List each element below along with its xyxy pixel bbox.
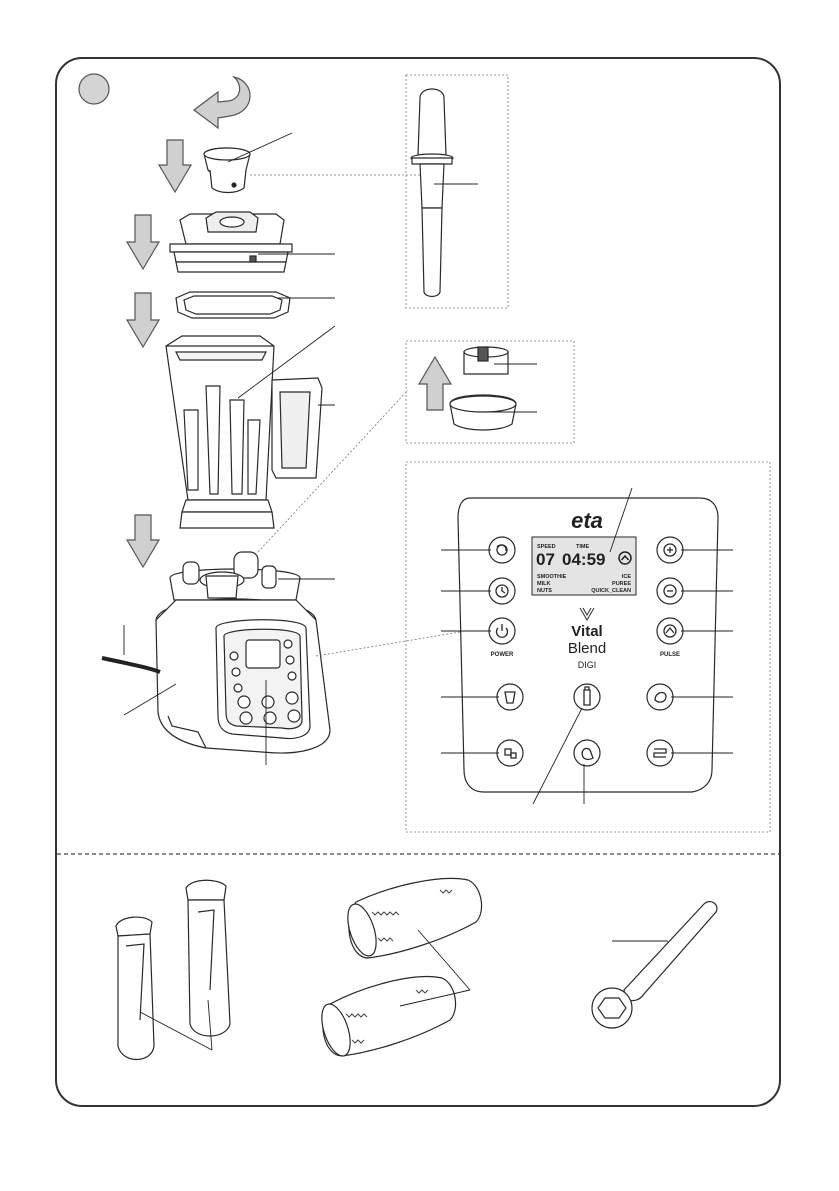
eta-logo: eta — [571, 508, 603, 533]
program-milk: MILK — [537, 581, 550, 587]
ice-button — [497, 740, 523, 766]
rotate-arrow — [194, 77, 250, 128]
power-cord — [102, 658, 160, 672]
time-value: 04:59 — [562, 550, 605, 569]
travel-bottles — [116, 880, 230, 1059]
section-number-badge — [79, 74, 109, 104]
pulse-label: PULSE — [660, 652, 680, 658]
brand-digi: DIGI — [578, 660, 597, 670]
speed-button — [489, 537, 515, 563]
pulse-button — [657, 618, 683, 644]
jar-lid — [170, 212, 292, 272]
link-base-to-panel — [316, 632, 460, 656]
brand-vital: Vital — [571, 623, 602, 640]
blade-wrench — [592, 902, 717, 1028]
milk-button — [574, 684, 600, 710]
program-quick-clean: QUICK_CLEAN — [591, 588, 631, 594]
brand-blend: Blend — [568, 640, 606, 657]
smoothie-button — [497, 684, 523, 710]
speed-value: 07 — [536, 550, 555, 569]
coupler — [450, 347, 516, 430]
program-ice: ICE — [622, 574, 632, 580]
lid-seal — [176, 292, 290, 318]
program-smoothie: SMOOTHIE — [537, 574, 567, 580]
program-nuts: NUTS — [537, 588, 552, 594]
power-label: POWER — [491, 652, 514, 658]
blender-jar — [166, 336, 322, 528]
bottle-sleeves — [316, 878, 481, 1059]
motor-base — [156, 552, 330, 753]
up-arrow — [419, 357, 451, 410]
puree-button — [574, 740, 600, 766]
leader-lid-cap — [228, 133, 292, 162]
nuts-button — [647, 684, 673, 710]
tamper — [411, 89, 453, 297]
program-puree: PUREE — [612, 581, 631, 587]
